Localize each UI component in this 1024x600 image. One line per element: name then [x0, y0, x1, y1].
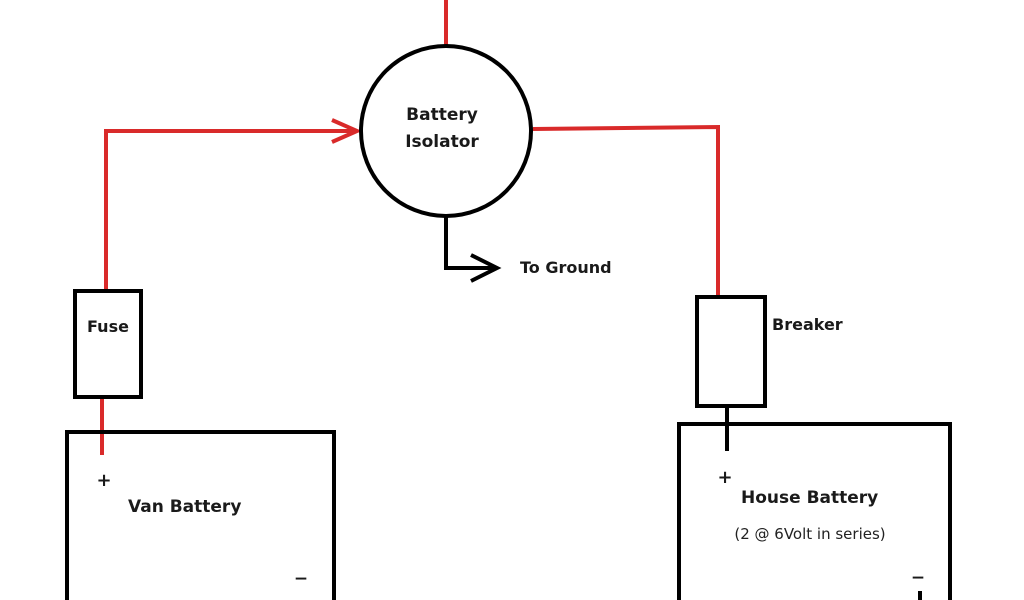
fuse-label: Fuse	[87, 317, 129, 336]
house-battery-note: (2 @ 6Volt in series)	[734, 525, 885, 543]
battery-isolator	[359, 44, 533, 218]
isolator-label-line2: Isolator	[405, 132, 479, 152]
breaker-label: Breaker	[772, 315, 843, 334]
fuse	[73, 289, 143, 399]
breaker	[695, 295, 767, 408]
van-battery-label: Van Battery	[128, 497, 241, 517]
isolator-label-line1: Battery	[406, 105, 478, 125]
house-battery	[677, 422, 952, 600]
wire-van-to-isolator	[104, 129, 357, 290]
wire-ground	[444, 216, 495, 270]
van-battery-minus-terminal: −	[294, 569, 308, 589]
wire-isolator-to-house	[532, 124, 720, 297]
ground-arrow-icon	[470, 253, 502, 283]
van-battery-plus-terminal: +	[96, 470, 111, 491]
arrow-into-isolator-icon	[331, 118, 362, 144]
house-battery-minus-terminal: −	[911, 568, 925, 588]
house-battery-plus-terminal: +	[717, 467, 732, 488]
van-battery	[65, 430, 336, 600]
ground-label: To Ground	[520, 258, 612, 277]
house-battery-label: House Battery	[741, 488, 878, 508]
